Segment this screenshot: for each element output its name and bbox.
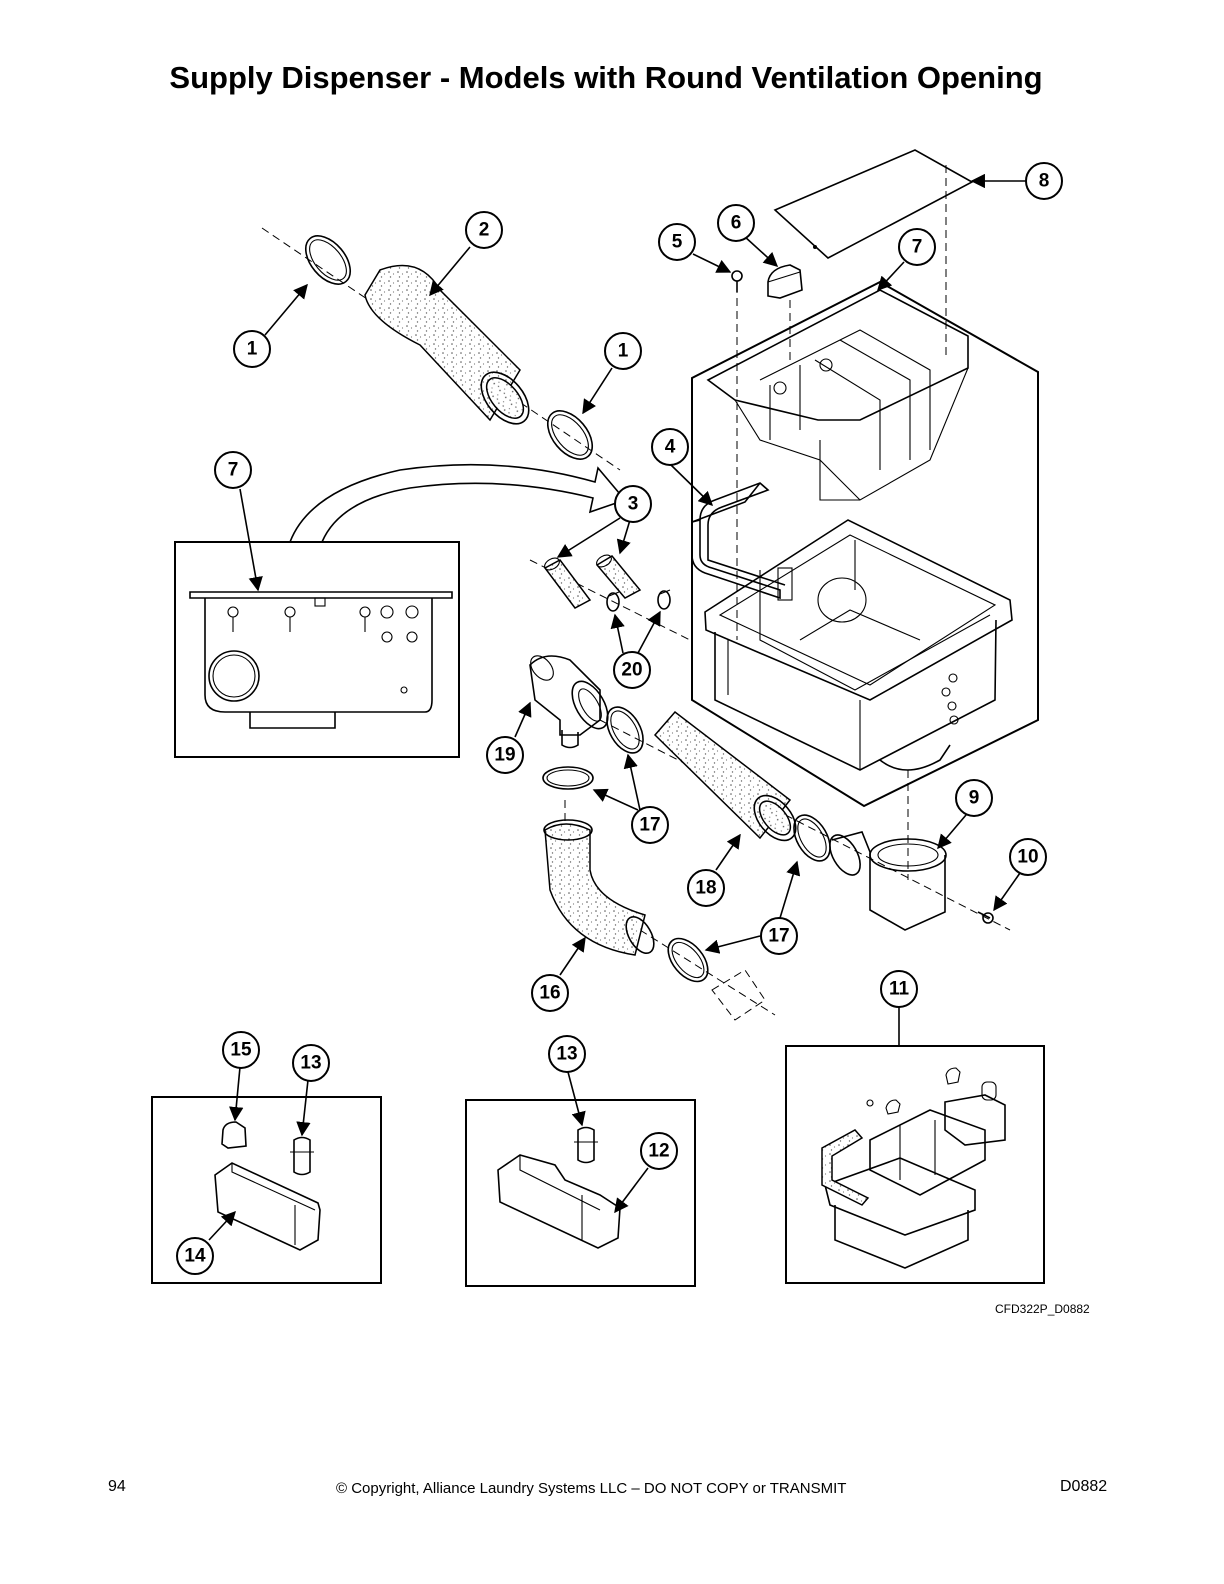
document-code: D0882 — [1060, 1478, 1108, 1495]
svg-text:11: 11 — [889, 979, 910, 1000]
svg-text:15: 15 — [230, 1040, 252, 1061]
callout-14: 14 — [176, 1237, 214, 1275]
svg-text:10: 10 — [1017, 847, 1038, 868]
elbow-fitting — [529, 655, 609, 749]
callout-1-lower: 1 — [604, 332, 642, 370]
callout-17-upper: 17 — [631, 806, 669, 844]
hose-upper — [364, 264, 530, 425]
hose-middle — [653, 710, 797, 842]
callout-1-upper: 1 — [233, 330, 271, 368]
callout-18: 18 — [687, 869, 725, 907]
curved-reference-arrow — [288, 463, 627, 543]
svg-text:17: 17 — [768, 926, 789, 947]
screw-5 — [731, 270, 743, 292]
callout-15: 15 — [222, 1031, 260, 1069]
callout-12: 12 — [640, 1132, 678, 1170]
spring-clips — [606, 589, 671, 612]
svg-text:14: 14 — [184, 1246, 206, 1267]
callout-16: 16 — [531, 974, 569, 1012]
dispenser-lower-housing — [704, 519, 1013, 771]
callout-11: 11 — [880, 970, 918, 1008]
callout-20: 20 — [613, 651, 651, 689]
svg-text:6: 6 — [731, 213, 742, 234]
callout-19: 19 — [486, 736, 524, 774]
svg-text:13: 13 — [556, 1044, 577, 1065]
callout-13-left: 13 — [292, 1044, 330, 1082]
svg-text:16: 16 — [539, 983, 560, 1004]
copyright-notice: © Copyright, Alliance Laundry Systems LL… — [336, 1480, 847, 1497]
small-hoses — [543, 554, 642, 609]
callout-7-main: 7 — [898, 228, 936, 266]
vent-fitting — [829, 831, 947, 931]
svg-text:1: 1 — [618, 341, 629, 362]
outlet-connector-phantom — [711, 969, 766, 1021]
svg-text:1: 1 — [247, 339, 258, 360]
callout-6: 6 — [717, 204, 755, 242]
hose-clamp-lower — [546, 410, 594, 460]
inset-assembled-view — [785, 1045, 1045, 1284]
u-tube-manifold — [691, 482, 793, 601]
hose-elbow — [543, 819, 655, 956]
dispenser-upper-tray — [706, 289, 969, 501]
svg-text:20: 20 — [621, 660, 642, 681]
callout-10: 10 — [1009, 838, 1047, 876]
svg-text:3: 3 — [628, 494, 639, 515]
page-title: Supply Dispenser - Models with Round Ven… — [169, 60, 1043, 95]
callout-8: 8 — [1025, 162, 1063, 200]
callout-5: 5 — [658, 223, 696, 261]
page-number: 94 — [108, 1478, 126, 1495]
svg-text:5: 5 — [672, 232, 683, 253]
inset-side-view — [174, 541, 460, 758]
svg-text:2: 2 — [479, 220, 490, 241]
svg-text:17: 17 — [639, 815, 660, 836]
hose-clamp-upper — [304, 235, 352, 285]
callout-4: 4 — [651, 428, 689, 466]
svg-text:8: 8 — [1039, 171, 1050, 192]
dispenser-top-cover — [773, 149, 974, 259]
svg-text:4: 4 — [665, 437, 676, 458]
svg-text:7: 7 — [912, 237, 923, 258]
svg-text:18: 18 — [695, 878, 716, 899]
leader-arrows — [208, 173, 1027, 1241]
svg-text:12: 12 — [648, 1141, 669, 1162]
svg-text:7: 7 — [228, 460, 239, 481]
svg-text:9: 9 — [969, 788, 980, 809]
inset-cup-assembly-right — [465, 1099, 696, 1287]
callout-3: 3 — [614, 485, 652, 523]
callout-2: 2 — [465, 211, 503, 249]
svg-text:19: 19 — [494, 745, 515, 766]
callout-13-right: 13 — [548, 1035, 586, 1073]
callout-7-inset: 7 — [214, 451, 252, 489]
figure-id: CFD322P_D0882 — [995, 1302, 1090, 1316]
callout-17-lower: 17 — [760, 917, 798, 955]
callout-9: 9 — [955, 779, 993, 817]
svg-text:13: 13 — [300, 1053, 321, 1074]
cap-6 — [767, 264, 803, 299]
dispenser-enclosure-outline — [691, 280, 1039, 808]
hose-clamps-17 — [542, 706, 831, 983]
screw-10 — [977, 911, 994, 924]
